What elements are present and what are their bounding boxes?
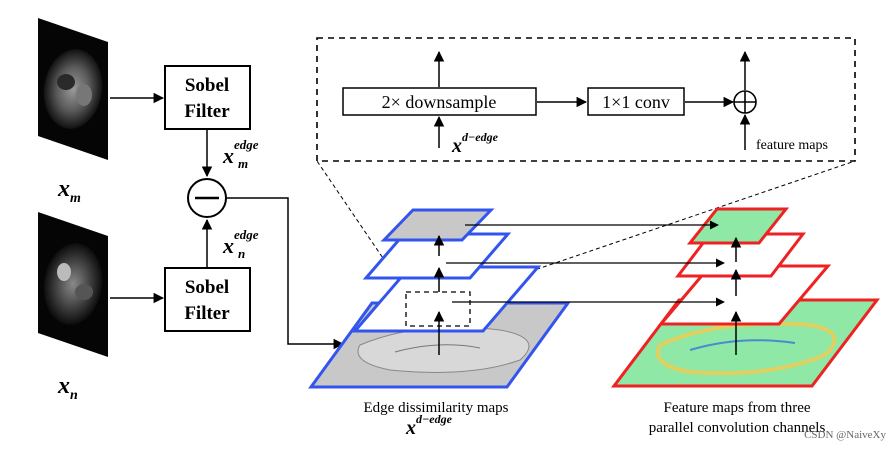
svg-text:1×1 conv: 1×1 conv (602, 92, 670, 112)
add-operator (733, 90, 757, 114)
conv-block (587, 87, 685, 116)
label-x-m-edge: xedge (222, 137, 259, 168)
zoom-line-left (316, 160, 407, 293)
edge-map-level-4 (380, 208, 495, 242)
detail-box: 2× downsample 1×1 conv xd−edge feature m… (316, 37, 856, 162)
svg-text:Filter: Filter (184, 303, 230, 324)
downsample-block (342, 87, 537, 116)
label-x-m: xm (57, 176, 81, 206)
edge-dissimilarity-pyramid (308, 208, 571, 389)
label-x-m-edge-sub: m (238, 156, 248, 171)
sobel-filter-top: Sobel Filter (164, 65, 251, 130)
label-feature-maps-detail: feature maps (756, 138, 828, 153)
svg-text:2× downsample: 2× downsample (382, 92, 497, 112)
caption-edge-maps-symbol: xd−edge (405, 412, 453, 439)
feature-map-level-2 (657, 264, 832, 326)
caption-feature-maps-line1: Feature maps from three (663, 400, 810, 416)
label-x-n: xn (57, 373, 78, 403)
svg-text:Sobel: Sobel (185, 75, 229, 96)
input-image-m (38, 18, 108, 160)
feature-map-level-4 (686, 207, 790, 245)
input-image-n (38, 212, 108, 357)
svg-text:Filter: Filter (184, 101, 230, 122)
sobel-filter-bottom: Sobel Filter (164, 267, 251, 332)
caption-edge-maps: Edge dissimilarity maps (364, 400, 509, 416)
watermark: CSDN @NaiveXy (804, 429, 886, 441)
label-x-n-edge-sub: n (238, 246, 245, 261)
svg-text:Sobel: Sobel (185, 277, 229, 298)
caption-feature-maps-line2: parallel convolution channels (649, 420, 826, 436)
zoom-region (405, 291, 471, 327)
subtract-operator (187, 178, 227, 218)
edge-map-level-3 (362, 232, 512, 280)
edge-map-level-2 (351, 265, 542, 333)
label-x-d-edge-detail: xd−edge (451, 130, 499, 157)
feature-maps-pyramid (610, 207, 881, 388)
zoom-line-right (469, 160, 856, 293)
arrow-subtract-to-edge-maps (226, 197, 345, 350)
label-x-n-edge: xedge (222, 227, 259, 258)
